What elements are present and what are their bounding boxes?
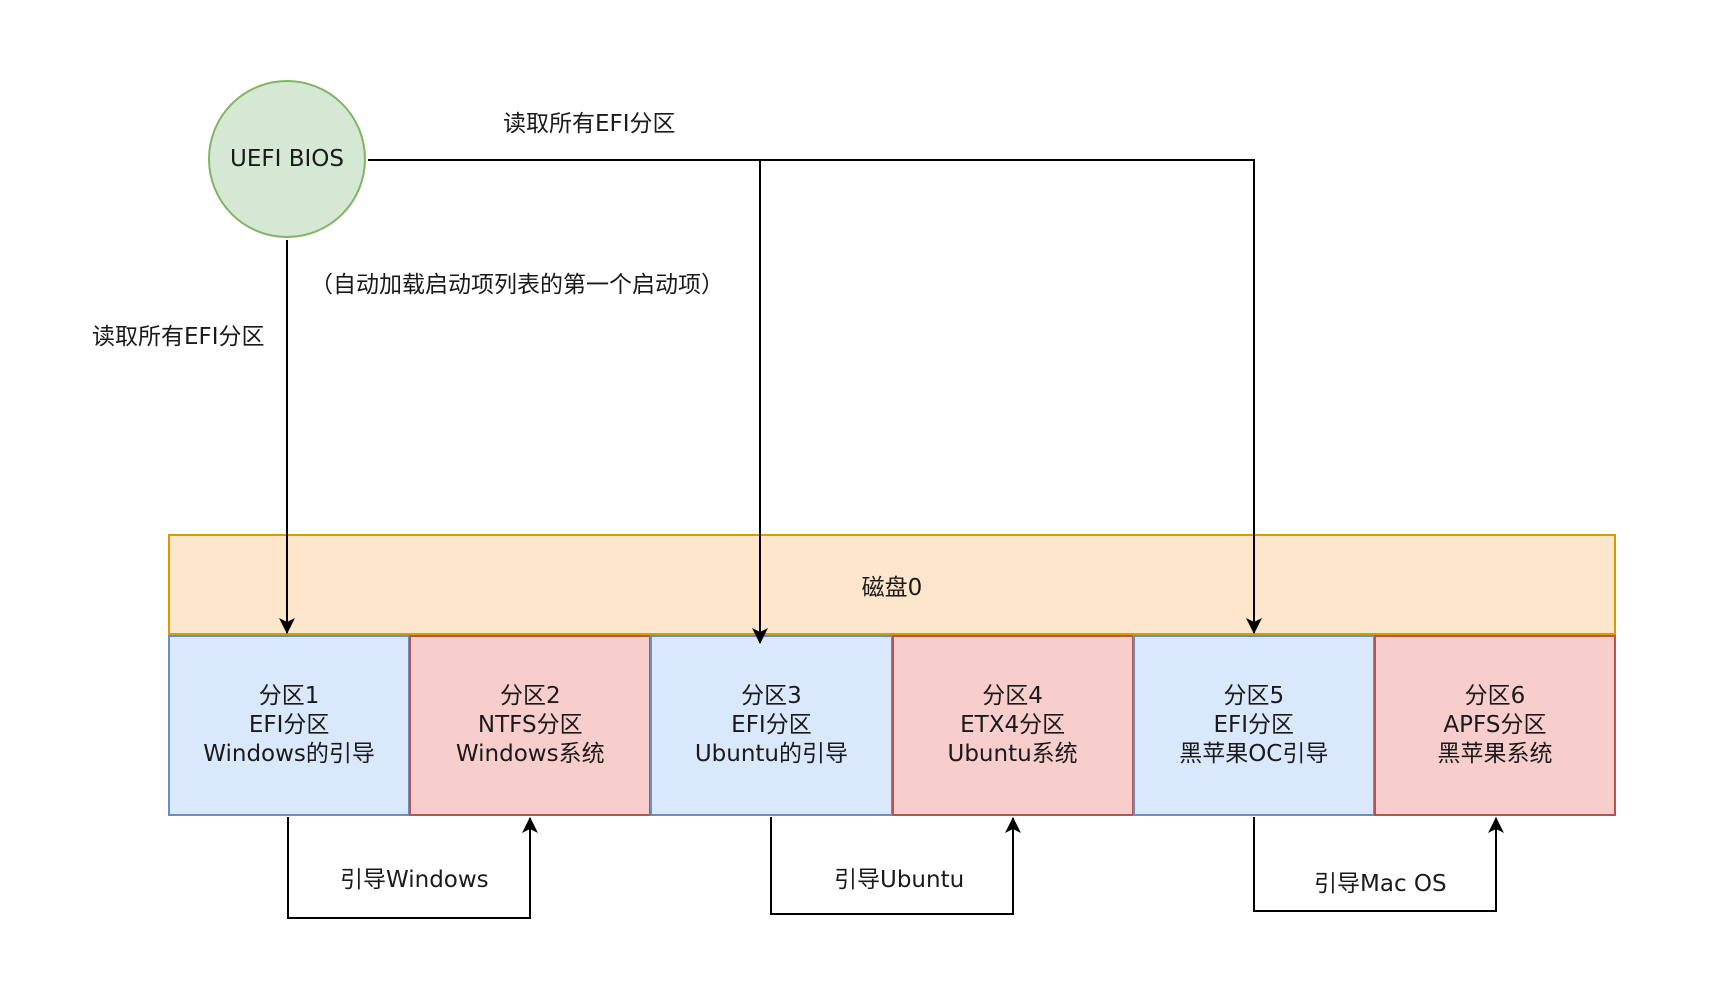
label-boot-ubuntu: 引导Ubuntu — [834, 866, 965, 894]
label-boot-windows: 引导Windows — [340, 866, 489, 894]
partition-5-number: 分区5 — [1223, 683, 1285, 709]
partition-6: 分区6 APFS分区 黑苹果系统 — [1373, 635, 1617, 816]
partition-2: 分区2 NTFS分区 Windows系统 — [409, 635, 652, 816]
partition-3-role: Ubuntu的引导 — [694, 741, 849, 767]
disk-0: 磁盘0 — [168, 534, 1616, 635]
partition-1: 分区1 EFI分区 Windows的引导 — [168, 635, 411, 816]
partition-4-type: ETX4分区 — [960, 712, 1066, 738]
partition-4-role: Ubuntu系统 — [947, 741, 1078, 767]
disk-label: 磁盘0 — [861, 574, 923, 601]
partition-1-number: 分区1 — [258, 683, 320, 709]
partition-3-number: 分区3 — [741, 683, 802, 709]
partition-5-role: 黑苹果OC引导 — [1179, 741, 1329, 767]
partition-5: 分区5 EFI分区 黑苹果OC引导 — [1132, 635, 1375, 816]
label-read-all-efi-left: 读取所有EFI分区 — [92, 324, 265, 350]
partition-2-number: 分区2 — [499, 683, 561, 709]
partition-1-role: Windows的引导 — [203, 741, 375, 767]
partition-6-role: 黑苹果系统 — [1437, 741, 1553, 767]
label-read-all-efi-top: 读取所有EFI分区 — [503, 111, 676, 137]
label-boot-macos: 引导Mac OS — [1314, 870, 1447, 898]
partition-6-type: APFS分区 — [1443, 712, 1547, 738]
partition-2-role: Windows系统 — [455, 741, 605, 767]
partition-4: 分区4 ETX4分区 Ubuntu系统 — [891, 635, 1134, 816]
partition-3: 分区3 EFI分区 Ubuntu的引导 — [650, 635, 893, 816]
uefi-bios-node: UEFI BIOS — [208, 80, 366, 238]
partition-3-type: EFI分区 — [731, 712, 812, 738]
partition-row: 分区1 EFI分区 Windows的引导 分区2 NTFS分区 Windows系… — [168, 635, 1617, 816]
partition-4-number: 分区4 — [982, 683, 1043, 709]
label-auto-load-note: （自动加载启动项列表的第一个启动项） — [310, 272, 724, 298]
uefi-bios-label: UEFI BIOS — [230, 146, 344, 172]
partition-6-number: 分区6 — [1464, 683, 1526, 709]
partition-5-type: EFI分区 — [1213, 712, 1295, 738]
partition-1-type: EFI分区 — [248, 712, 330, 738]
partition-2-type: NTFS分区 — [477, 712, 583, 738]
